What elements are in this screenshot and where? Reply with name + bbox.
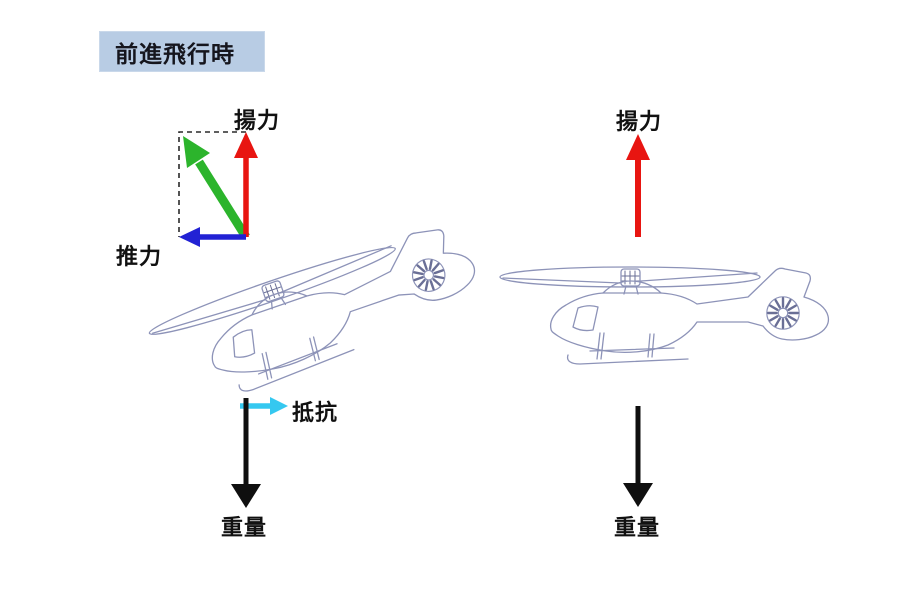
weight-arrow-head [623, 483, 653, 507]
lift-label-left: 揚力 [234, 108, 281, 133]
resultant-arrow-shaft [195, 159, 250, 240]
weight-arrow-right [623, 406, 653, 507]
drag-label: 抵抗 [292, 400, 339, 425]
lift-arrow-head [626, 134, 650, 160]
title-box: 前進飛行時 [99, 31, 265, 72]
helicopter [498, 265, 830, 366]
helicopter [144, 215, 490, 417]
resultant-arrow-head [183, 136, 210, 168]
drag-arrow-head [270, 397, 288, 415]
lift-arrow-head [234, 132, 258, 158]
thrust-arrow-head [179, 227, 200, 247]
vector-parallelogram-dashed [178, 131, 246, 237]
lift-arrow-left [234, 132, 258, 237]
left-helicopter [144, 215, 490, 417]
thrust-label: 推力 [116, 244, 163, 269]
right-helicopter [498, 265, 830, 366]
weight-label-left: 重量 [221, 515, 268, 540]
title-box-label: 前進飛行時 [115, 40, 235, 67]
resultant-force-arrow [183, 136, 250, 240]
weight-label-right: 重量 [614, 515, 661, 540]
weight-arrow-head [231, 484, 261, 508]
lift-label-right: 揚力 [616, 109, 663, 134]
lift-arrow-right [626, 134, 650, 237]
weight-arrow-left [231, 398, 261, 508]
thrust-arrow [179, 227, 246, 247]
